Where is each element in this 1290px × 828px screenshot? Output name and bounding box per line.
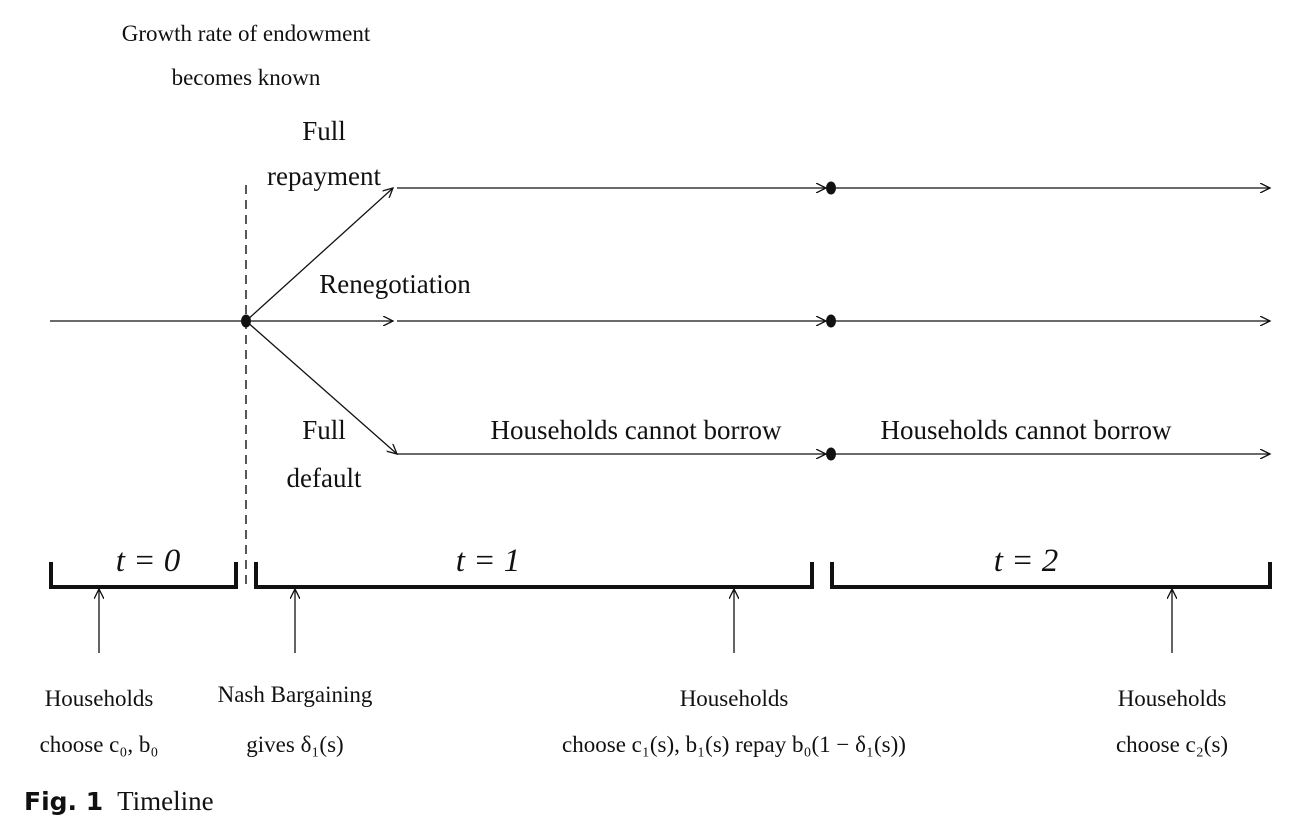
repayment-node-t2: [826, 181, 836, 195]
default-note-t2: Households cannot borrow: [880, 415, 1172, 445]
branch-label-full-repayment-line2: repayment: [267, 161, 381, 191]
branch-full-repayment-arrow: [245, 188, 393, 322]
branch-label-full-repayment-line1: Full: [302, 116, 346, 146]
period-bracket-t0: [49, 562, 238, 589]
period-bracket-t2: [830, 562, 1272, 589]
info-node: [241, 314, 251, 328]
renegotiation-node-t2: [826, 314, 836, 328]
annotation-t2-households-line1: Households: [1117, 686, 1227, 711]
period-label-t2: t = 2: [993, 543, 1059, 579]
branch-full-default-arrow: [245, 320, 397, 454]
annotation-t0-households-line2: choose c₀, b₀: [39, 732, 159, 757]
figure-title: Timeline: [117, 786, 214, 816]
branch-label-full-default-line1: Full: [302, 415, 346, 445]
annotation-t1-households-line2: choose c₁(s), b₁(s) repay b₀(1 − δ₁(s)): [562, 732, 906, 757]
branch-label-renegotiation: Renegotiation: [319, 269, 471, 299]
figure-caption: Fig. 1 Timeline: [24, 786, 214, 817]
annotation-nash-line2: gives δ₁(s): [246, 732, 344, 757]
annotation-t2-households-line2: choose c₂(s): [1115, 732, 1229, 757]
branch-label-full-default-line2: default: [286, 463, 362, 493]
annotation-t1-households-line1: Households: [679, 686, 789, 711]
annotation-nash-line1: Nash Bargaining: [217, 682, 373, 707]
period-label-t0: t = 0: [115, 543, 181, 579]
info-event-line1: Growth rate of endowment: [121, 21, 371, 46]
info-event-line2: becomes known: [171, 65, 321, 90]
default-note-t1: Households cannot borrow: [490, 415, 782, 445]
annotation-t0-households-line1: Households: [44, 686, 154, 711]
default-node-t2: [826, 447, 836, 461]
period-bracket-t1: [254, 562, 814, 589]
period-label-t1: t = 1: [455, 543, 521, 579]
figure-number: Fig. 1: [24, 787, 104, 816]
